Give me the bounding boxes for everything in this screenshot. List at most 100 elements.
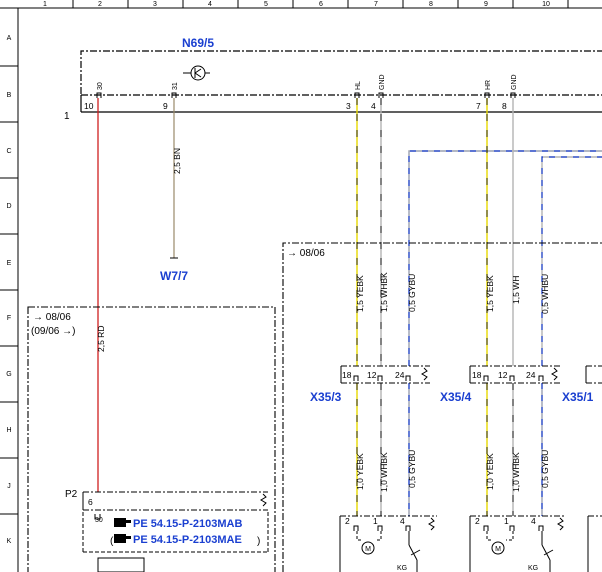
pin-number: 10 — [84, 101, 94, 111]
pin-number: 3 — [346, 101, 351, 111]
version-box-left — [27, 306, 276, 572]
row-label: B — [7, 92, 12, 99]
pin-name: GND — [511, 74, 518, 90]
row-label: F — [7, 315, 11, 322]
pin-name: 31 — [172, 82, 179, 90]
row-label: J — [7, 483, 11, 490]
col-label: 10 — [542, 1, 550, 8]
col-label: 7 — [374, 1, 378, 8]
wire-label: 1,0 YEBK — [485, 453, 495, 490]
col-label: 1 — [43, 1, 47, 8]
motor-unit-left: 2 1 4 M KG — [339, 515, 437, 572]
wire-label: 1,0 WHBK — [511, 452, 521, 492]
motor-pin: 2 — [345, 516, 350, 526]
col-label: 9 — [484, 1, 488, 8]
ground-reference: W7/7 — [160, 269, 188, 283]
connector-name: X35/1 — [562, 390, 594, 404]
connector-pin: 24 — [526, 370, 536, 380]
row-label: D — [6, 203, 11, 210]
p2-pin: 30 — [95, 517, 103, 524]
wire-label: 1,5 WHBK — [379, 272, 389, 312]
hand-pointer-icon — [114, 518, 131, 527]
pin-number: 4 — [371, 101, 376, 111]
p2-reference[interactable]: PE 54.15-P-2103MAB — [133, 518, 242, 530]
svg-text:M: M — [495, 546, 501, 553]
wire-gybu-left — [408, 150, 602, 366]
module-name: N69/5 — [182, 36, 214, 50]
p2-paren-close: ) — [257, 536, 260, 547]
row-label: G — [6, 371, 11, 378]
svg-text:M: M — [365, 546, 371, 553]
p2-pin: 6 — [88, 497, 93, 507]
connector-pin: 18 — [342, 370, 352, 380]
wire-label: 1,5 WH — [511, 276, 521, 304]
row-label: A — [7, 35, 12, 42]
motor-pin: 1 — [373, 516, 378, 526]
motor-pin: 1 — [504, 516, 509, 526]
line-number: 1 — [64, 111, 70, 122]
pin-name-labels: 30 31 HL GND HR GND — [97, 74, 518, 90]
wire-label: 0,5 GYBU — [407, 274, 417, 312]
connector-pin: 24 — [395, 370, 405, 380]
connector-x35-1: X35/1 — [562, 365, 602, 404]
module-n69-5: N69/5 1 30 31 HL GND HR GND — [64, 36, 602, 122]
row-label: H — [6, 427, 11, 434]
pin-number: 7 — [476, 101, 481, 111]
wire-whbu-right — [541, 156, 602, 366]
motor-pin: 4 — [531, 516, 536, 526]
switch-label: KG — [397, 565, 407, 572]
motor-pin: 2 — [475, 516, 480, 526]
col-label: 6 — [319, 1, 323, 8]
wires — [97, 98, 602, 516]
row-label: E — [7, 260, 12, 267]
col-label: 3 — [153, 1, 157, 8]
wire-label: 1,0 YEBK — [355, 453, 365, 490]
col-label: 2 — [98, 1, 102, 8]
connector-pin: 18 — [472, 370, 482, 380]
wire-label: 0,5 GYBU — [540, 450, 550, 488]
connector-x35-3: 18 12 24 X35/3 — [310, 365, 430, 404]
wire-labels: 2,5 RD 2,5 BN 1,5 YEBK 1,5 WHBK 0,5 GYBU… — [96, 148, 550, 492]
pin-number-labels: 10 9 3 4 7 8 — [84, 101, 507, 111]
connector-name: X35/4 — [440, 390, 472, 404]
col-label: 5 — [264, 1, 268, 8]
pin-sockets — [96, 92, 516, 98]
version-note-left: → 08/06 — [33, 312, 71, 323]
col-label: 8 — [429, 1, 433, 8]
p2-reference[interactable]: PE 54.15-P-2103MAE — [133, 534, 242, 546]
version-box-main — [282, 242, 602, 572]
motor-unit-right: 2 1 4 M KG — [469, 515, 566, 572]
row-label: C — [6, 148, 11, 155]
component-p2: P2 6 30 ( PE 54.15-P-2103MAB PE 54.15-P-… — [65, 489, 269, 572]
connector-pin: 12 — [367, 370, 377, 380]
wire-label: 2,5 RD — [96, 326, 106, 352]
pin-name: HL — [355, 81, 362, 90]
motor-icon: M — [361, 541, 375, 555]
connector-name: X35/3 — [310, 390, 342, 404]
wire-label: 1,0 WHBK — [379, 452, 389, 492]
col-label: 4 — [208, 1, 212, 8]
wire-label: 1,5 YEBK — [485, 275, 495, 312]
module-symbol-icon — [183, 65, 210, 81]
row-label: K — [7, 538, 12, 545]
version-note-left-paren: (09/06 →) — [31, 326, 75, 337]
ruler-labels: 1 2 3 4 5 6 7 8 9 10 A B C D E F G H J K — [6, 1, 550, 545]
connector-pin: 12 — [498, 370, 508, 380]
p2-paren-open: ( — [110, 536, 114, 547]
pin-number: 9 — [163, 101, 168, 111]
p2-name: P2 — [65, 489, 78, 500]
pin-number: 8 — [502, 101, 507, 111]
connector-x35-4: 18 12 24 X35/4 — [440, 365, 560, 404]
motor-pin: 4 — [400, 516, 405, 526]
pin-name: GND — [379, 74, 386, 90]
switch-label: KG — [528, 565, 538, 572]
wire-label: 0,5 GYBU — [407, 450, 417, 488]
pin-name: HR — [485, 80, 492, 90]
wire-label: 1,5 YEBK — [355, 275, 365, 312]
motor-icon: M — [491, 541, 505, 555]
wire-label: 0,5 WHBU — [540, 274, 550, 314]
wire-label: 2,5 BN — [172, 148, 182, 174]
pin-name: 30 — [97, 82, 104, 90]
